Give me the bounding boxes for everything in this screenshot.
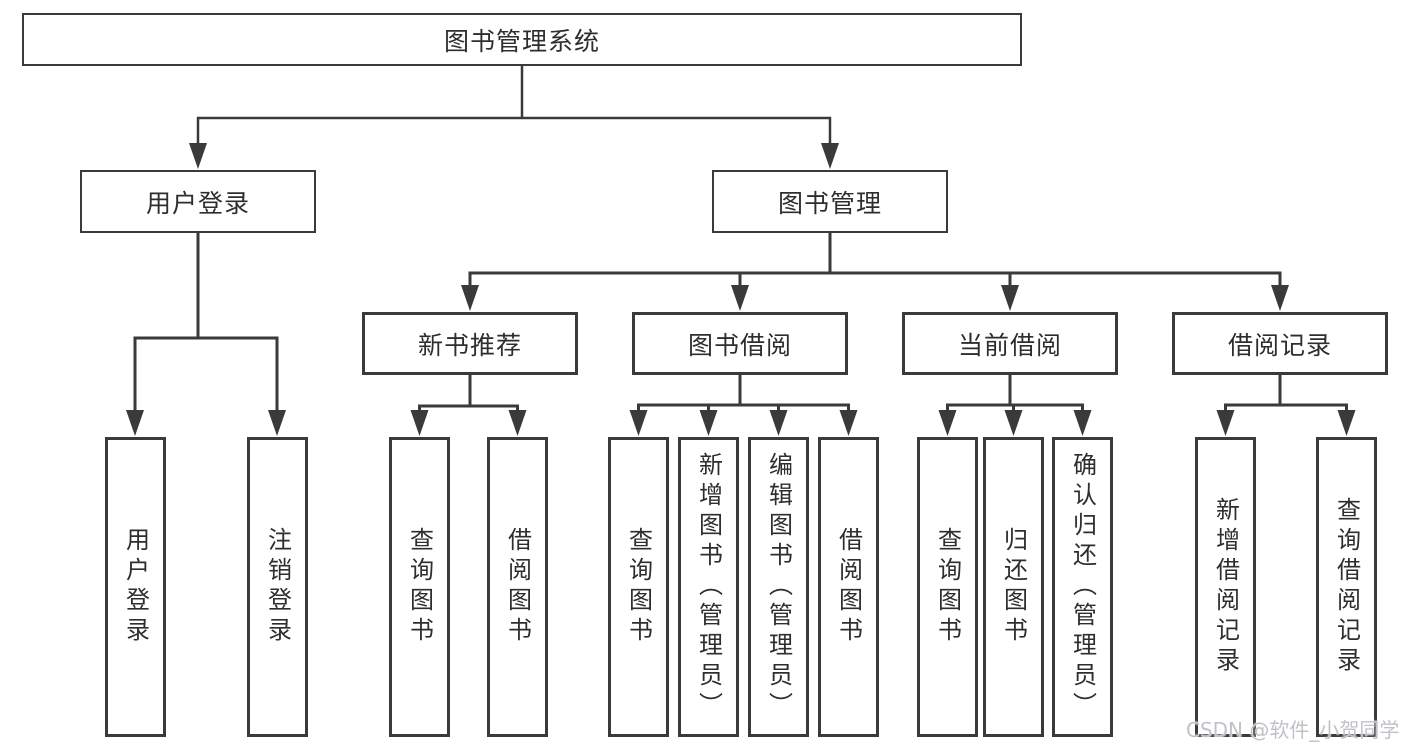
leaf-edit-book-admin: 编辑图书（管理员） (748, 437, 809, 737)
arrowhead (938, 410, 957, 436)
arrowhead (731, 285, 749, 311)
csdn-watermark: CSDN @软件_小贺同学 (1186, 718, 1400, 742)
leaf-return-book: 归还图书 (983, 437, 1044, 737)
arrowhead (839, 410, 858, 436)
leaf-add-borrow-record: 新增借阅记录 (1195, 437, 1256, 737)
arrowhead (1216, 410, 1235, 436)
arrowhead (268, 410, 286, 436)
arrowhead (1271, 285, 1289, 311)
node-library-management-system: 图书管理系统 (22, 13, 1022, 66)
edge-borrow-crossbar (637, 403, 850, 416)
arrowhead (699, 410, 718, 436)
edge-records-crossbar (1224, 403, 1348, 416)
arrowhead (629, 410, 648, 436)
edge-root-crossbar (196, 116, 832, 150)
edge-newbook-crossbar (418, 404, 519, 416)
arrowhead (508, 410, 527, 436)
node-new-book-recommend: 新书推荐 (362, 312, 578, 375)
leaf-user-login: 用户登录 (105, 437, 166, 737)
leaf-confirm-return-admin: 确认归还（管理员） (1052, 437, 1113, 737)
leaf-add-book-admin: 新增图书（管理员） (678, 437, 739, 737)
arrowhead (126, 410, 144, 436)
arrowhead (821, 143, 839, 169)
arrowhead (1004, 410, 1023, 436)
leaf-borrow-book: 借阅图书 (818, 437, 879, 737)
leaf-query-book-borrow: 查询图书 (608, 437, 669, 737)
arrowhead (769, 410, 788, 436)
arrowhead (461, 285, 479, 311)
node-user-login: 用户登录 (80, 170, 316, 233)
node-book-borrow: 图书借阅 (632, 312, 848, 375)
arrowhead (1337, 410, 1356, 436)
edge-user-login-crossbar (133, 336, 279, 414)
node-borrow-records: 借阅记录 (1172, 312, 1388, 375)
arrowhead (1001, 285, 1019, 311)
edge-level3-crossbar (468, 271, 1282, 290)
node-book-management: 图书管理 (712, 170, 948, 233)
leaf-query-borrow-record: 查询借阅记录 (1316, 437, 1377, 737)
arrowhead (189, 143, 207, 169)
node-current-borrow: 当前借阅 (902, 312, 1118, 375)
leaf-borrow-book-recommend: 借阅图书 (487, 437, 548, 737)
arrowhead (1073, 410, 1092, 436)
leaf-query-book-recommend: 查询图书 (389, 437, 450, 737)
leaf-logout: 注销登录 (247, 437, 308, 737)
arrowhead (410, 410, 429, 436)
leaf-query-book-current: 查询图书 (917, 437, 978, 737)
